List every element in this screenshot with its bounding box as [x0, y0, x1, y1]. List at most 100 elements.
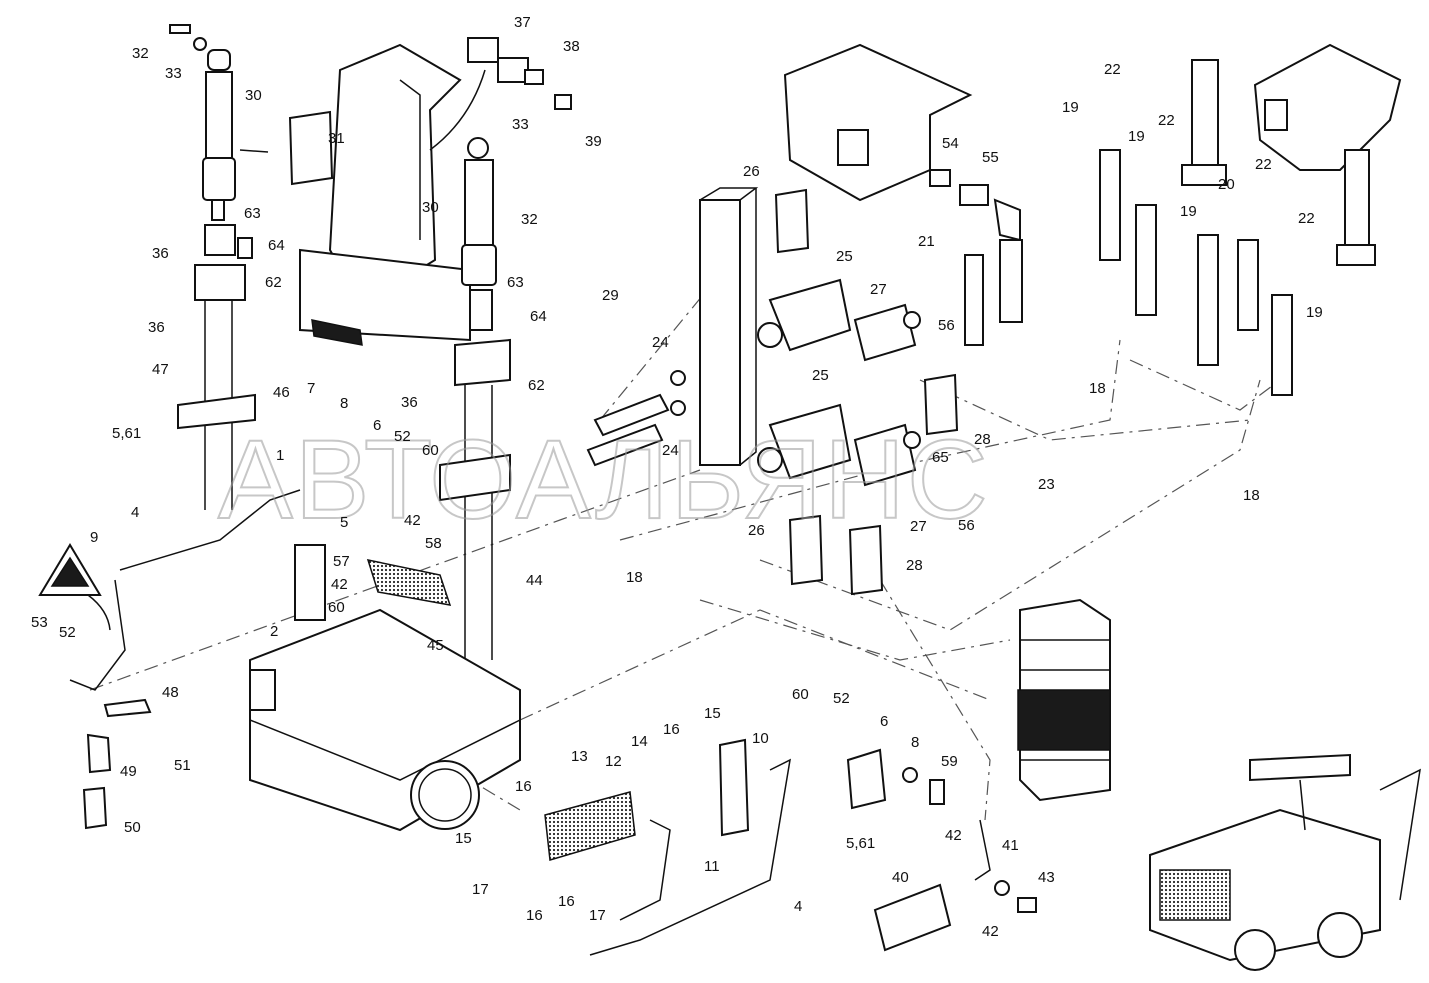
- callout-label: 48: [162, 684, 179, 701]
- callout-label: 60: [328, 599, 345, 616]
- callout-label: 27: [870, 281, 887, 298]
- callout-label: 18: [626, 569, 643, 586]
- callout-label: 58: [425, 535, 442, 552]
- callout-label: 20: [1218, 176, 1235, 193]
- callout-label: 28: [974, 431, 991, 448]
- callout-label: 21: [918, 233, 935, 250]
- callout-label: 32: [521, 211, 538, 228]
- callout-label: 51: [174, 757, 191, 774]
- callout-label: 42: [982, 923, 999, 940]
- upper-center-frame: [783, 43, 973, 202]
- mesh-plate-57-58: [366, 559, 452, 606]
- callout-label: 49: [120, 763, 137, 780]
- plate-6-8-59: [846, 748, 945, 810]
- callout-label: 59: [941, 753, 958, 770]
- callout-label: 57: [333, 553, 350, 570]
- callout-label: 22: [1255, 156, 1272, 173]
- callout-label: 11: [704, 858, 720, 875]
- callout-label: 22: [1104, 61, 1121, 78]
- callout-label: 16: [515, 778, 532, 795]
- callout-label: 22: [1298, 210, 1315, 227]
- callout-label: 60: [422, 442, 439, 459]
- callout-label: 38: [563, 38, 580, 55]
- callout-label: 16: [526, 907, 543, 924]
- callout-label: 4: [794, 898, 802, 915]
- callout-label: 56: [958, 517, 975, 534]
- right-column-frame: [1253, 43, 1402, 171]
- callout-label: 30: [245, 87, 262, 104]
- callout-label: 16: [558, 893, 575, 910]
- callout-label: 36: [152, 245, 169, 262]
- callout-label: 15: [704, 705, 721, 722]
- hatched-cover-12: [544, 791, 636, 861]
- warning-triangle-9: [38, 543, 111, 631]
- callout-label: 15: [455, 830, 472, 847]
- callout-label: 13: [571, 748, 588, 765]
- callout-label: 24: [662, 442, 679, 459]
- left-lever-arm: [69, 489, 301, 830]
- milling-machine-thumbnail: [1149, 753, 1421, 971]
- callout-label: 43: [1038, 869, 1055, 886]
- callout-label: 4: [131, 504, 139, 521]
- middle-lift-cylinder: [439, 137, 511, 660]
- callout-label: 26: [743, 163, 760, 180]
- callout-label: 24: [652, 334, 669, 351]
- callout-label: 65: [932, 449, 949, 466]
- callout-label: 46: [273, 384, 290, 401]
- callout-label: 27: [910, 518, 927, 535]
- callout-label: 52: [833, 690, 850, 707]
- hydraulic-valve-bank: [1017, 598, 1111, 802]
- callout-label: 29: [602, 287, 619, 304]
- right-hoses: [1099, 149, 1293, 396]
- callout-label: 42: [945, 827, 962, 844]
- left-mount-bracket: [177, 224, 256, 510]
- callout-label: 40: [892, 869, 909, 886]
- callout-label: 55: [982, 149, 999, 166]
- callout-label: 19: [1306, 304, 1323, 321]
- fittings-54-55-21: [929, 169, 1023, 346]
- callout-label: 62: [528, 377, 545, 394]
- callout-label: 25: [812, 367, 829, 384]
- solenoid-valve-lower: [757, 403, 921, 487]
- callout-labels: 32 33 30 31 63 36 64 62 36 47 46 7 8 5,6…: [31, 14, 1323, 940]
- callout-label: 63: [244, 205, 261, 222]
- solenoid-valve-upper: [757, 278, 921, 362]
- callout-label: 25: [836, 248, 853, 265]
- callout-label: 53: [31, 614, 48, 631]
- valve-manifold-column: [699, 187, 759, 466]
- callout-label: 18: [1089, 380, 1106, 397]
- callout-label: 50: [124, 819, 141, 836]
- callout-label: 1: [276, 447, 284, 464]
- callout-label: 39: [585, 133, 602, 150]
- callout-label: 7: [307, 380, 315, 397]
- callout-label: 26: [748, 522, 765, 539]
- clamp-parts-37-38-39: [429, 37, 572, 151]
- callout-label: 2: [270, 623, 278, 640]
- callout-label: 22: [1158, 112, 1175, 129]
- callout-label: 17: [589, 907, 606, 924]
- callout-label: 19: [1062, 99, 1079, 116]
- callout-label: 6: [373, 417, 381, 434]
- handle-40-41-43: [873, 819, 1037, 952]
- callout-label: 5: [340, 514, 348, 531]
- callout-label: 37: [514, 14, 531, 31]
- callout-label: 31: [328, 130, 345, 147]
- callout-label: 36: [148, 319, 165, 336]
- callout-label: 64: [530, 308, 547, 325]
- left-lift-cylinder: [169, 24, 236, 221]
- callout-label: 56: [938, 317, 955, 334]
- watermark-text: АВТОАЛЬЯНС: [218, 417, 990, 542]
- callout-label: 9: [90, 529, 98, 546]
- callout-label: 6: [880, 713, 888, 730]
- callout-label: 16: [663, 721, 680, 738]
- callout-label: 63: [507, 274, 524, 291]
- callout-label: 28: [906, 557, 923, 574]
- instruction-card-31: [239, 110, 334, 186]
- instruction-cards-26-28: [774, 188, 959, 596]
- callout-label: 44: [526, 572, 543, 589]
- callout-label: 64: [268, 237, 285, 254]
- callout-label: 19: [1128, 128, 1145, 145]
- bracket-10-11: [589, 738, 791, 956]
- right-cylinders: [1181, 59, 1376, 266]
